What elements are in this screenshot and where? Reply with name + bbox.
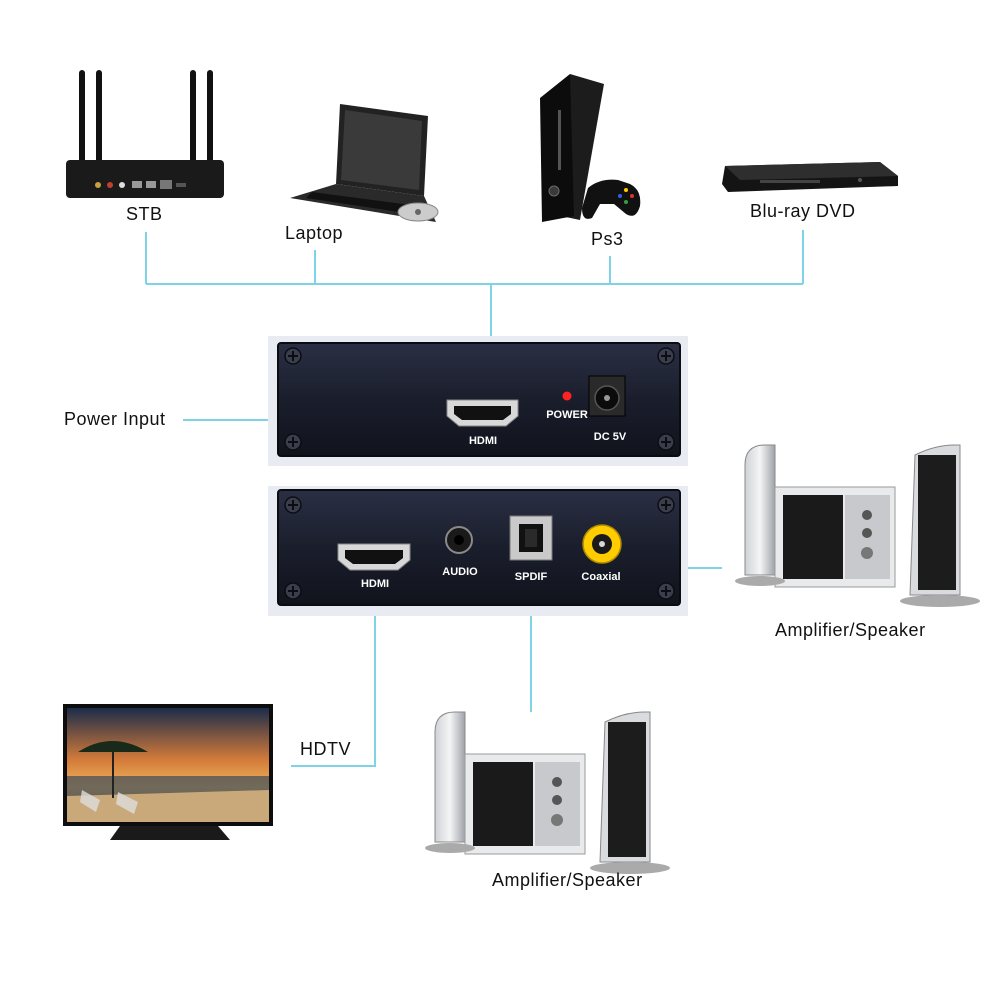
power-led: [562, 391, 572, 401]
dc-jack: [588, 375, 626, 417]
dc-label: DC 5V: [594, 431, 627, 443]
label-bluray: Blu-ray DVD: [750, 201, 856, 221]
amp-bottom-image: [424, 711, 671, 875]
input-hdmi-port: [446, 399, 519, 427]
stb-router-image: [66, 70, 224, 198]
output-hdmi-port: [337, 543, 411, 571]
input-panel: HDMI POWER DC 5V: [268, 336, 688, 466]
label-stb: STB: [126, 204, 163, 224]
audio-label: AUDIO: [442, 566, 478, 578]
power-label: POWER: [546, 409, 588, 421]
connector-lines: [145, 230, 804, 767]
label-amp-bottom: Amplifier/Speaker: [492, 870, 643, 890]
bluray-player-image: [722, 162, 898, 192]
label-ps3: Ps3: [591, 229, 624, 249]
output-panel: HDMI AUDIO SPDIF Coaxial: [268, 486, 688, 616]
spdif-label: SPDIF: [515, 571, 548, 583]
input-hdmi-label: HDMI: [469, 435, 497, 447]
spdif-port: [509, 515, 553, 561]
label-amp-right: Amplifier/Speaker: [775, 620, 926, 640]
audio-jack: [445, 526, 473, 554]
label-hdtv: HDTV: [300, 739, 351, 759]
label-laptop: Laptop: [285, 223, 344, 243]
label-power-input: Power Input: [64, 409, 166, 429]
laptop-image: [290, 104, 439, 222]
line-hdtv: [291, 592, 376, 767]
output-hdmi-label: HDMI: [361, 578, 389, 590]
hdtv-image: [63, 704, 273, 840]
amp-right-image: [734, 444, 981, 608]
coaxial-port: [582, 524, 622, 564]
ps3-image: [540, 74, 641, 222]
coaxial-label: Coaxial: [581, 571, 620, 583]
